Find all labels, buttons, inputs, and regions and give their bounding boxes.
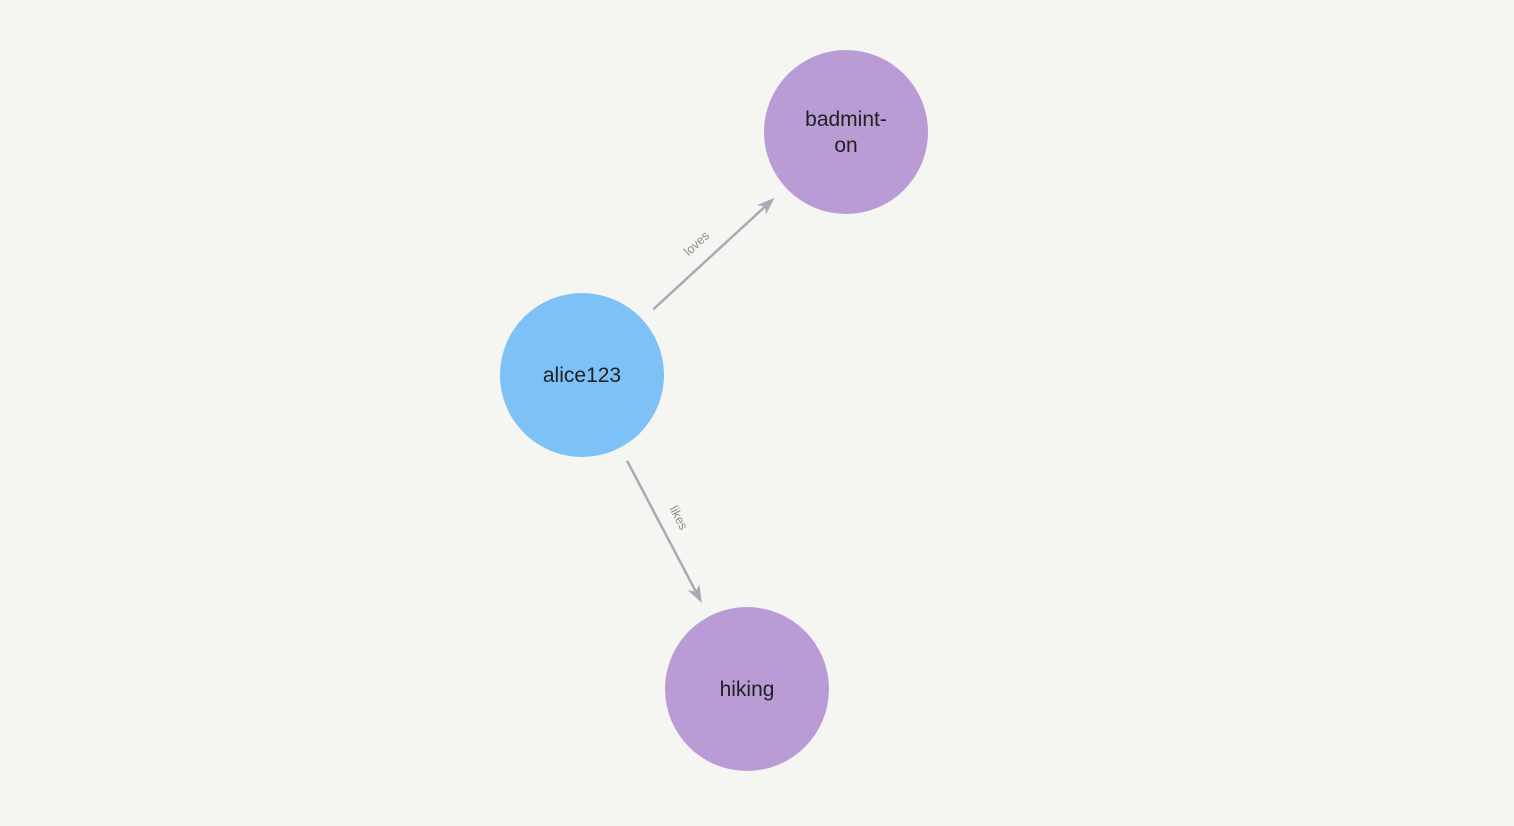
- node-circle[interactable]: [764, 50, 928, 214]
- node-alice123[interactable]: alice123: [500, 293, 664, 457]
- node-hiking[interactable]: hiking: [665, 607, 829, 771]
- node-circle[interactable]: [500, 293, 664, 457]
- edge-line[interactable]: [626, 460, 698, 594]
- node-circle[interactable]: [665, 607, 829, 771]
- edge-alice123-badminton[interactable]: loves: [652, 197, 775, 311]
- edge-line[interactable]: [652, 204, 767, 311]
- arrowhead-icon: [757, 197, 775, 215]
- arrowhead-icon: [687, 584, 702, 604]
- edge-label: loves: [681, 229, 712, 259]
- node-badminton[interactable]: badmint-on: [764, 50, 928, 214]
- edge-label: likes: [667, 504, 691, 533]
- edge-alice123-hiking[interactable]: likes: [626, 460, 702, 604]
